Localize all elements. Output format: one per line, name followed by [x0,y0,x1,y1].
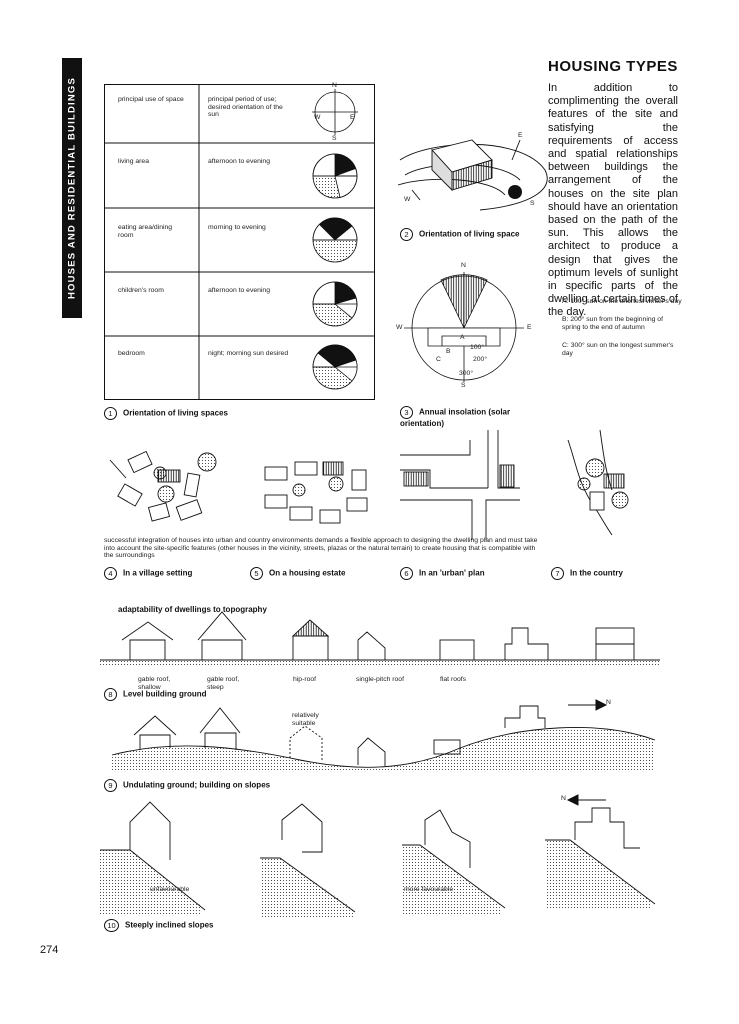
label-flat-roofs: flat roofs [440,676,467,683]
section-tab: HOUSES AND RESIDENTIAL BUILDINGS [62,58,82,318]
fig3-s: S [461,382,466,389]
topography-heading: adaptability of dwellings to topography [118,605,267,614]
fig2-e: E [518,132,523,139]
table-row-period: morning to evening [208,224,266,231]
table-row-period: night; morning sun desired [208,350,289,357]
insolation-diagram [404,272,524,382]
north-label-right: N [606,699,611,706]
sun-icon [508,185,522,199]
fig3-300: 300° [459,370,474,377]
label-more-favourable: more favourable [404,886,454,893]
table-row-use: children's room [118,287,164,294]
compass-icon [312,89,358,135]
north-label-left: N [561,795,566,802]
urban-plan [400,430,520,540]
table-row-period: afternoon to evening [208,287,270,294]
level-ground-houses [100,611,660,666]
compass-n: N [332,82,337,89]
fig3-w: W [396,324,403,331]
fig3-100: 100° [470,344,485,351]
fig3-n: N [461,262,466,269]
insolation-legend-b: B: 200° sun from the beginning of spring… [562,316,663,331]
table-row-use: living area [118,158,149,165]
fig3-c: C [436,356,441,363]
sun-pie-living [312,153,358,199]
insolation-legend-a: A: 100° sun on the shortest winter's day [562,298,682,305]
label-hip-roof: hip-roof [293,676,317,683]
intro-paragraph: In addition to complimenting the overall… [548,82,678,319]
house-sunpath-drawing [397,139,548,211]
table-header-period: principal period of use; desired orienta… [208,96,283,119]
insolation-legend-c: C: 300° sun on the longest summer's day [562,342,674,357]
fig2-w: W [404,196,411,203]
fig3-a: A [460,334,465,341]
label-relatively-suitable: relatively suitable [292,712,319,727]
label-unfavourable: unfavourable [150,886,190,893]
compass-e: E [350,114,355,121]
table-row-use: bedroom [118,350,145,357]
label-gable-shallow: gable roof, shallow [138,676,171,691]
fig3-200: 200° [473,356,488,363]
page-title: HOUSING TYPES [548,58,678,75]
undulating-ground [111,705,656,770]
label-gable-steep: gable roof, steep [207,676,240,691]
sun-pie-children [312,281,358,327]
fig3-b: B [446,348,451,355]
compass-s: S [332,135,337,142]
village-plan [109,450,217,522]
sun-pie-dining [312,217,358,263]
compass-w: W [314,114,321,121]
table-row-use: eating area/dining room [118,224,173,239]
steep-slopes [100,801,656,918]
integration-note: successful integration of houses into ur… [104,537,538,560]
table-header-use: principal use of space [118,96,184,103]
page-number: 274 [40,944,59,956]
table-row-period: afternoon to evening [208,158,270,165]
orientation-table [104,84,375,400]
label-single-pitch: single-pitch roof [356,676,404,683]
estate-plan [264,461,368,524]
north-arrow-left-icon [566,794,606,806]
fig3-e: E [527,324,532,331]
country-plan [567,429,629,536]
sun-pie-bedroom [312,344,358,390]
fig2-s: S [530,200,535,207]
north-arrow-right-icon [568,699,608,711]
